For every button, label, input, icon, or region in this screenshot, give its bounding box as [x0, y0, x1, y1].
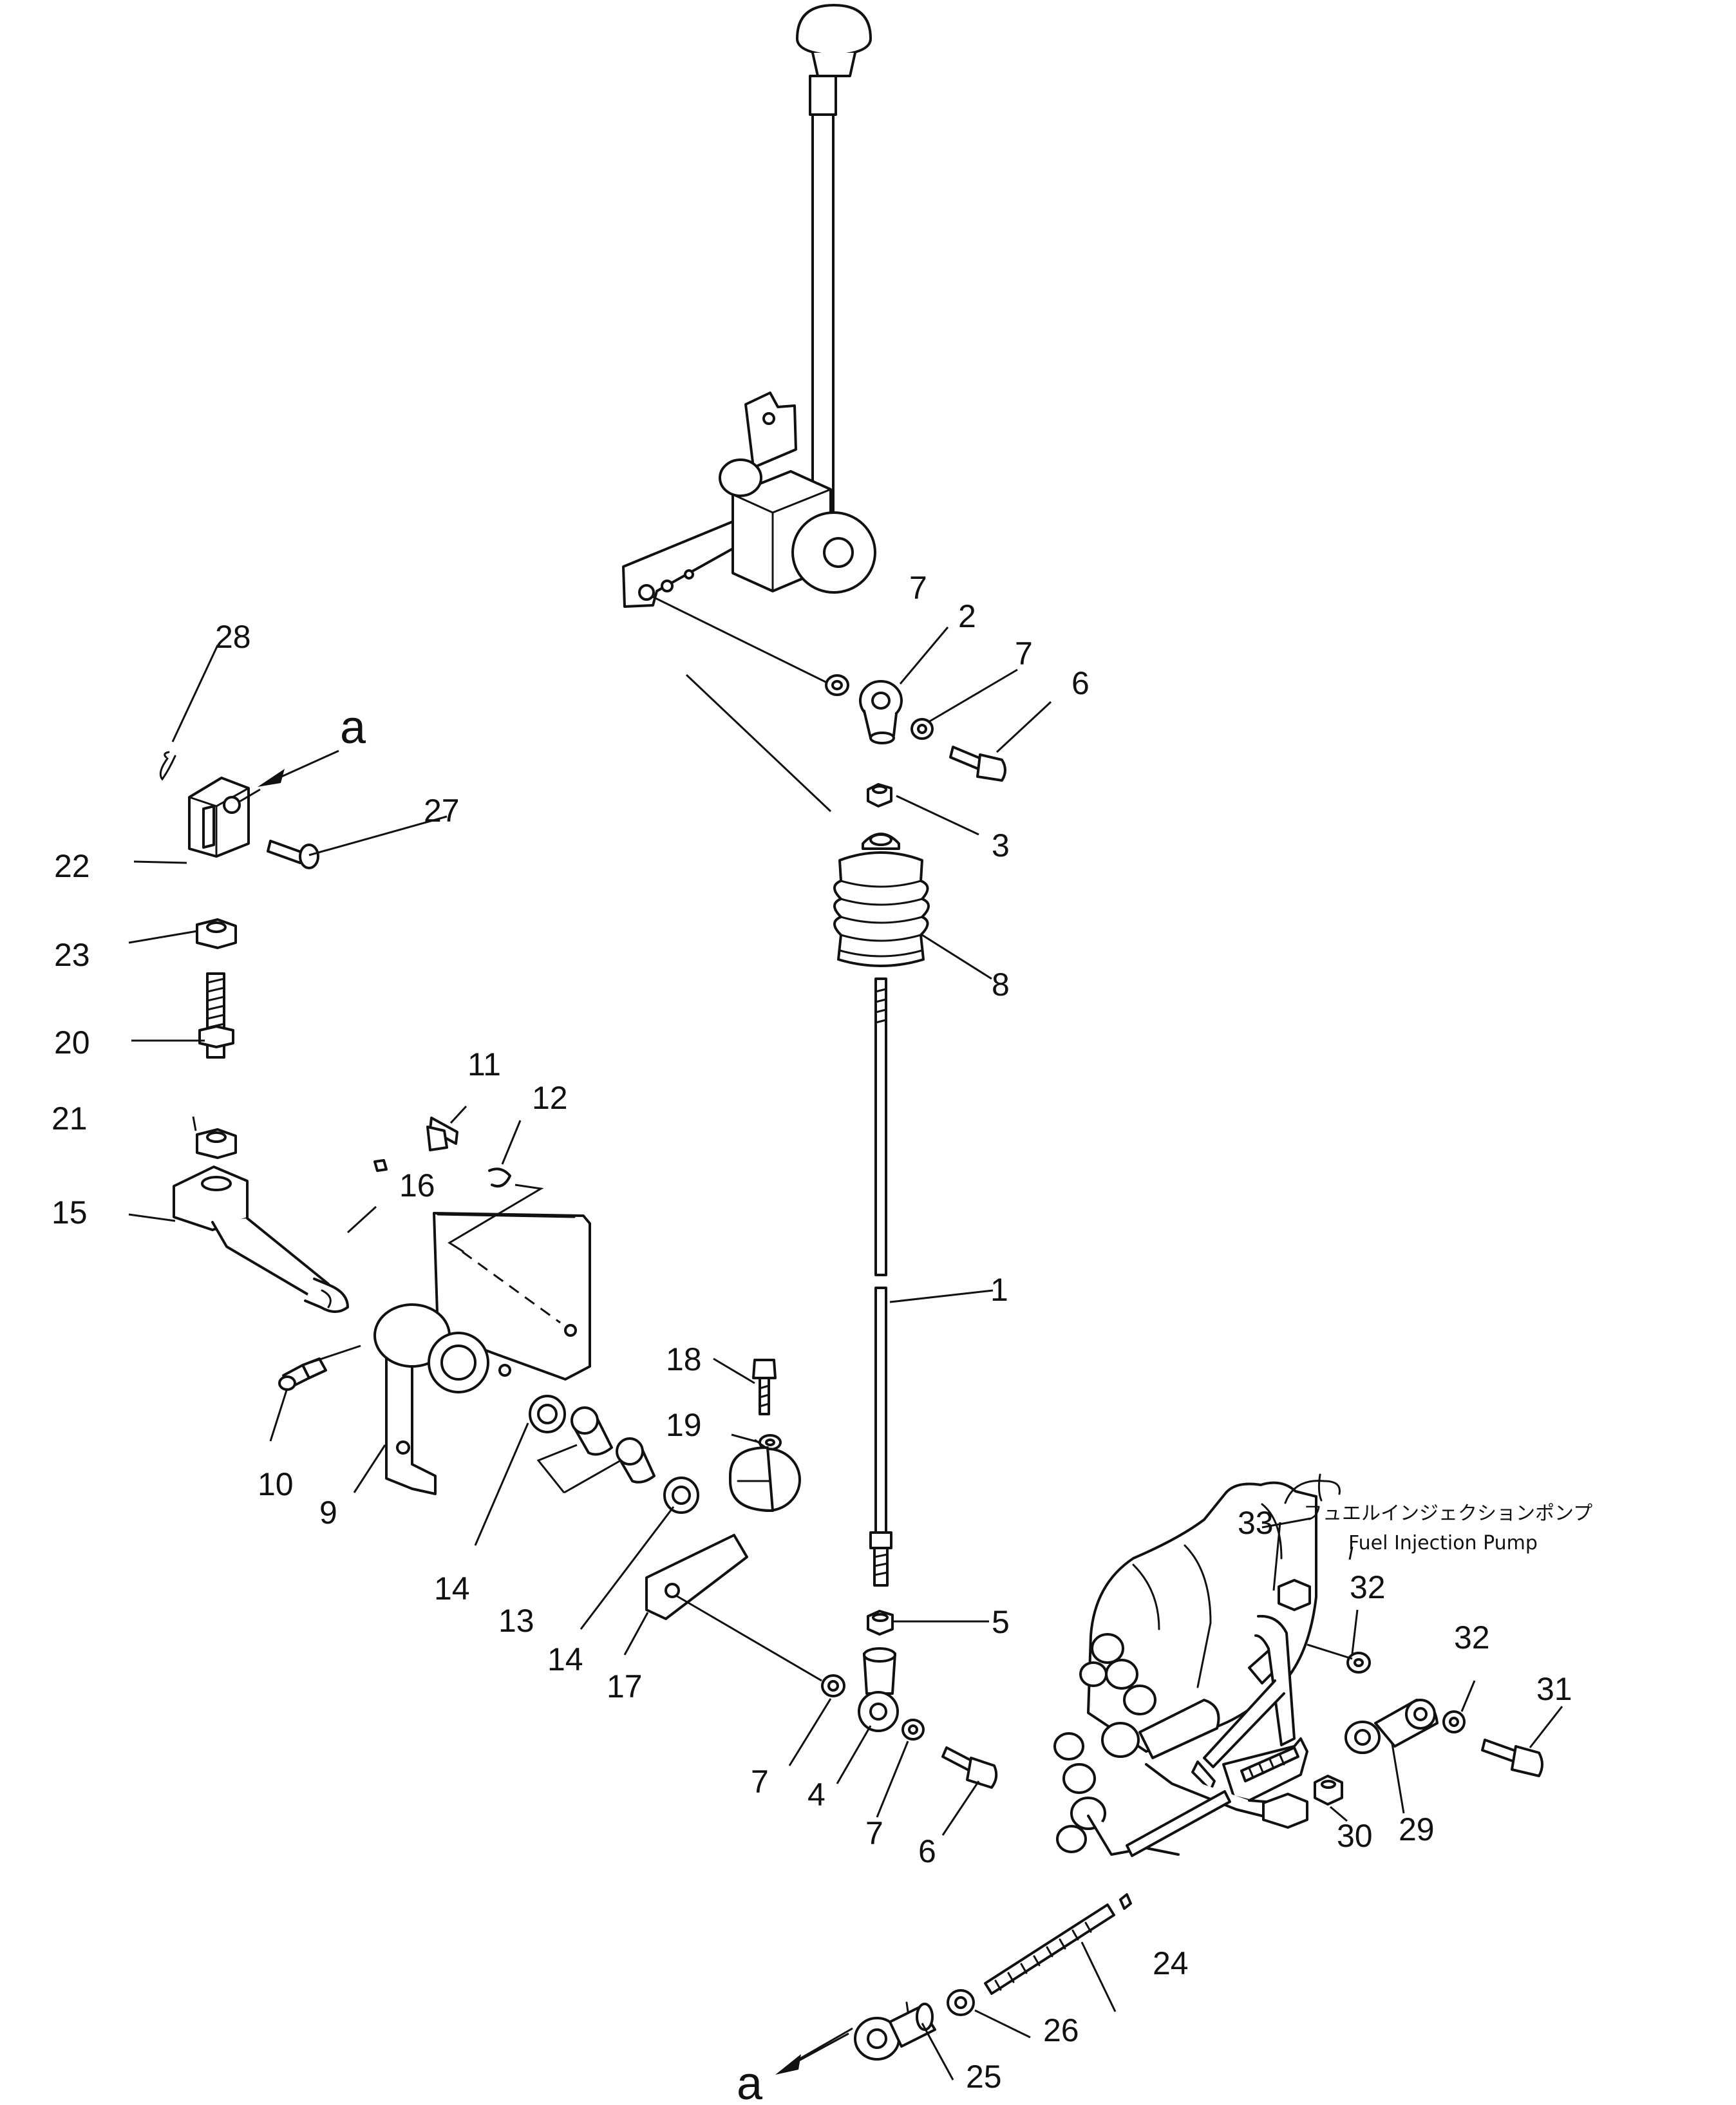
- label-part-28: 28: [215, 619, 251, 655]
- label-part-16: 16: [399, 1167, 435, 1204]
- dust-boot: [833, 833, 930, 967]
- connector-label-a-bottom: a: [737, 2058, 763, 2105]
- mounting-bracket-shaft: [173, 1159, 591, 1495]
- label-part-27: 27: [424, 793, 460, 829]
- label-part-12: 12: [532, 1080, 568, 1116]
- label-part-4: 4: [807, 1777, 826, 1813]
- label-part-26: 26: [1043, 2012, 1079, 2048]
- part-number-labels: 1 2 3 4 5 6 6 7 7 7 7 8 9 10 11 12 13 14…: [52, 570, 1592, 2105]
- clevis-assembly: [159, 751, 319, 869]
- fuel-injection-pump: [1053, 1473, 1341, 1856]
- label-part-33: 33: [1238, 1505, 1274, 1541]
- connector-label-a-top: a: [340, 702, 366, 753]
- label-part-25: 25: [966, 2059, 1002, 2095]
- label-part-18: 18: [666, 1341, 702, 1377]
- label-part-7-b: 7: [1015, 636, 1033, 672]
- label-part-19: 19: [666, 1407, 702, 1443]
- leader-lines: [128, 595, 1563, 2081]
- label-part-6-upper: 6: [1071, 665, 1090, 701]
- label-part-3: 3: [992, 827, 1010, 864]
- label-part-6-lower: 6: [918, 1833, 936, 1869]
- label-part-20: 20: [54, 1024, 90, 1061]
- label-part-32-a: 32: [1350, 1569, 1386, 1605]
- label-part-7-a: 7: [909, 570, 927, 606]
- label-part-14-a: 14: [434, 1571, 470, 1607]
- label-part-21: 21: [52, 1100, 88, 1137]
- label-part-22: 22: [54, 848, 90, 884]
- label-part-14-b: 14: [547, 1641, 583, 1677]
- fuel-pump-label-japanese: フュエルインジェクションポンプ: [1303, 1502, 1592, 1525]
- label-part-13: 13: [498, 1603, 534, 1639]
- label-part-29: 29: [1399, 1811, 1435, 1847]
- label-part-32-b: 32: [1454, 1619, 1490, 1656]
- label-part-30: 30: [1337, 1818, 1373, 1854]
- label-part-7-c: 7: [751, 1764, 769, 1800]
- control-lever-assembly: [622, 4, 876, 608]
- pump-link-rod-assembly: [854, 1652, 1543, 2061]
- turnbuckle-and-nuts: [196, 918, 511, 1188]
- upper-ball-joint-set: [825, 674, 1006, 807]
- label-part-9: 9: [319, 1495, 337, 1531]
- label-part-11: 11: [467, 1046, 501, 1082]
- fuel-pump-label-english: Fuel Injection Pump: [1348, 1532, 1538, 1554]
- label-part-2: 2: [958, 598, 976, 634]
- label-part-15: 15: [52, 1194, 88, 1231]
- control-rod: [867, 977, 894, 1636]
- lower-ball-joint-set: [821, 1647, 998, 1789]
- label-part-1: 1: [990, 1272, 1008, 1308]
- label-part-7-d: 7: [865, 1815, 883, 1851]
- label-part-5: 5: [992, 1604, 1010, 1640]
- label-part-31: 31: [1536, 1671, 1572, 1707]
- label-part-17: 17: [607, 1668, 643, 1704]
- label-part-24: 24: [1153, 1945, 1189, 1981]
- connector-arrows: [258, 750, 849, 2075]
- label-part-23: 23: [54, 937, 90, 973]
- bushings-and-seals: [529, 1395, 699, 1514]
- label-part-8: 8: [992, 967, 1010, 1003]
- label-part-10: 10: [258, 1466, 294, 1502]
